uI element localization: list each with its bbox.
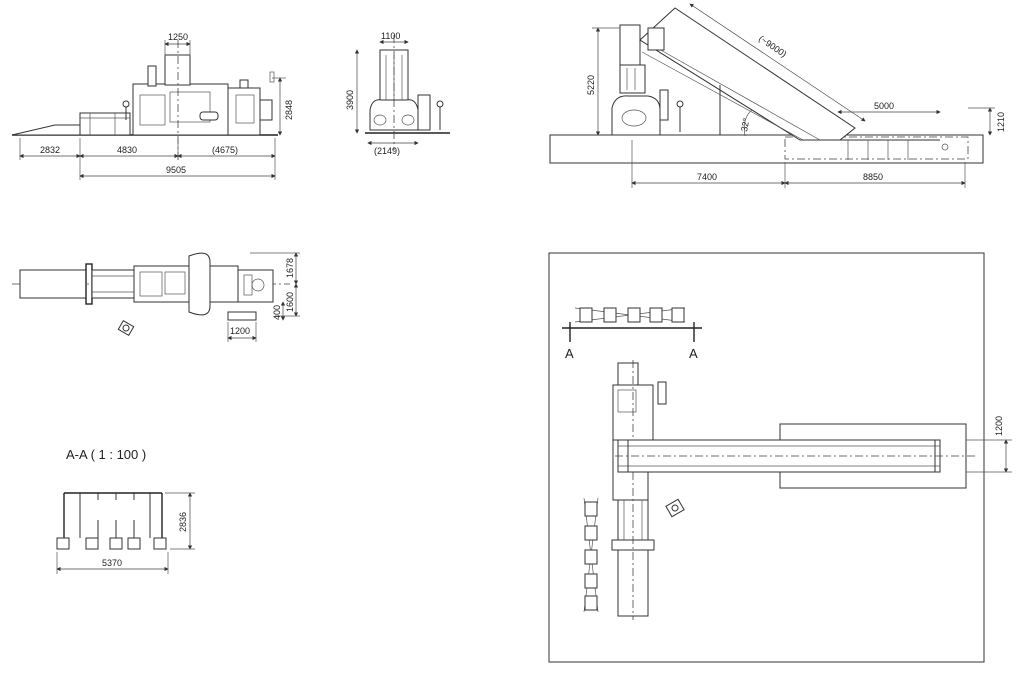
- section-aa-dimensions: 2836 5370: [56, 492, 195, 574]
- front-view-drawing: [365, 35, 450, 150]
- conveyor-dim-pit: 5000: [874, 101, 894, 111]
- section-aa-drawing: [56, 492, 167, 550]
- layout-dim-conveyor-width: 1200: [994, 416, 1004, 436]
- plan-dim-offset: 400: [272, 305, 282, 320]
- side-dim-left: 2832: [40, 145, 60, 155]
- side-dim-height: 2848: [284, 100, 294, 120]
- conveyor-dim-pit-depth: 1210: [996, 112, 1006, 132]
- front-dim-top: 1100: [381, 31, 400, 41]
- side-view-dimensions: 1250 2848 2832 4830 (4675) 9505: [19, 32, 294, 180]
- section-marker-right: A: [689, 346, 698, 361]
- section-aa-title: A-A ( 1 : 100 ): [66, 447, 146, 462]
- plan-view-dimensions: 1678 1600 400 1200: [227, 252, 300, 342]
- plan-view-drawing: [12, 252, 290, 337]
- front-dim-height: 3900: [345, 90, 355, 110]
- conveyor-dim-base-left: 7400: [697, 172, 717, 182]
- front-view-dimensions: 1100 3900 (2149): [345, 31, 419, 156]
- layout-plan-drawing: [562, 307, 975, 620]
- hanger-row-left: [584, 501, 598, 611]
- conveyor-dim-height: 5220: [586, 75, 596, 95]
- side-view-drawing: [11, 40, 278, 160]
- section-dim-width: 5370: [102, 558, 122, 568]
- side-dim-top: 1250: [168, 32, 188, 42]
- conveyor-elevation-drawing: [549, 7, 984, 164]
- conveyor-dim-angle: 32°: [739, 117, 751, 133]
- side-dim-total: 9505: [166, 165, 186, 175]
- side-dim-right: (4675): [212, 145, 238, 155]
- section-marker-left: A: [565, 346, 574, 361]
- hanger-row-top: [579, 307, 685, 323]
- section-dim-height: 2836: [178, 512, 188, 532]
- plan-dim-small: 1200: [230, 326, 250, 336]
- conveyor-dim-base-right: 8850: [863, 172, 883, 182]
- conveyor-dim-slope: (~9000): [757, 33, 789, 59]
- plan-dim-width-top: 1678: [285, 258, 295, 278]
- plan-dim-width-bottom: 1600: [285, 292, 295, 312]
- front-dim-bottom: (2149): [374, 146, 400, 156]
- side-dim-mid: 4830: [117, 145, 137, 155]
- layout-plan-dimensions: 1200: [966, 416, 1012, 473]
- layout-plan-frame: [548, 252, 985, 663]
